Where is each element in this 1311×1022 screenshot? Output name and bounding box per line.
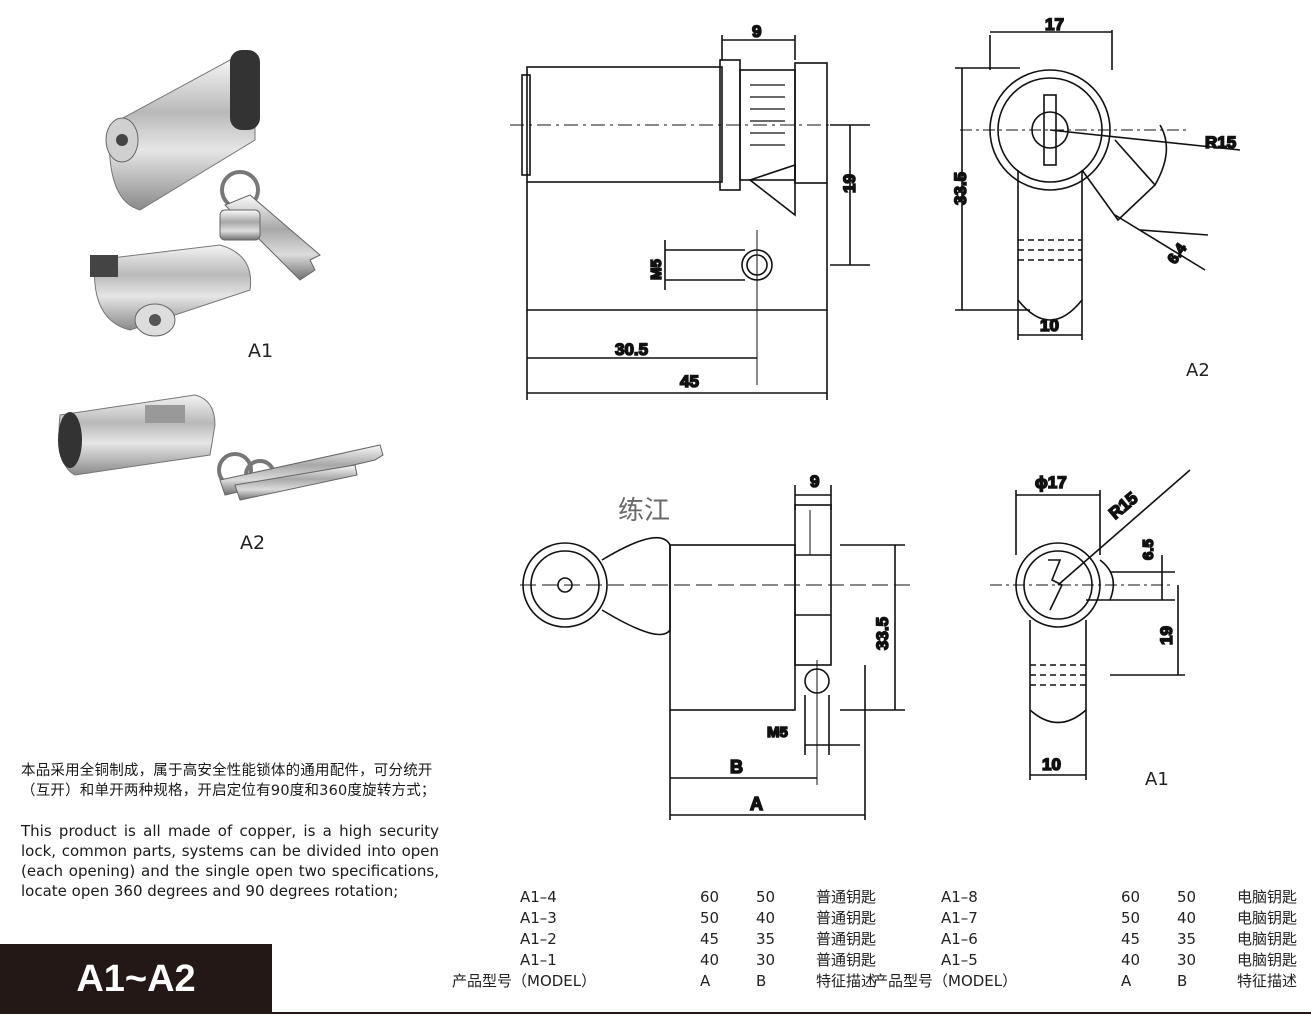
drawing-a2-side: 9 19 M5 30.5 45 [510,21,870,400]
photo-a2-label: A2 [240,532,266,554]
bottom-rule [0,1012,1311,1014]
table-row: A1–4 60 50 普通钥匙 [520,887,877,907]
series-label: A1~A2 [76,958,196,1000]
dim-a2-side-top: 9 [752,22,761,41]
description-english: This product is all made of copper, is a… [21,822,439,900]
table-header-row: 产品型号（MODEL） A B 特征描述 [873,971,1298,991]
dim-a1-end-top: ϕ17 [1035,473,1067,492]
drawing-a1-label: A1 [1145,769,1169,790]
dim-a2-end-r15: R15 [1205,133,1236,152]
drawing-a1-side: 9 33.5 M5 B A [520,471,910,820]
spec-table-left: A1–4 60 50 普通钥匙 A1–3 50 40 普通钥匙 A1–2 45 … [452,886,876,991]
drawing-a1-end: ϕ17 R15 6.5 19 10 [990,469,1191,780]
table-row: A1–6 45 35 电脑钥匙 [941,929,1298,949]
dim-a1-side-b: B [730,757,743,777]
dim-a2-side-m5: M5 [648,259,665,280]
dim-a2-end-top: 17 [1045,15,1064,34]
dim-a2-side-30-5: 30.5 [615,340,648,359]
table-row: A1–7 50 40 电脑钥匙 [941,908,1298,928]
table-row: A1–3 50 40 普通钥匙 [520,908,877,928]
dim-a1-end-6-5: 6.5 [1140,539,1157,560]
description-chinese: 本品采用全铜制成，属于高安全性能锁体的通用配件，可分统开（互开）和单开两种规格，… [21,763,436,799]
dim-a2-end-left: 33.5 [951,172,970,205]
dim-a1-side-a: A [750,794,763,814]
table-row: A1–5 40 30 电脑钥匙 [941,950,1298,970]
photo-a1 [90,50,321,337]
dim-a2-end-6-4: 6.4 [1164,240,1190,267]
drawing-a2-end: 17 33.5 R15 6.4 10 [950,14,1241,340]
drawing-a2-label: A2 [1186,360,1210,381]
dim-a2-side-45: 45 [680,372,699,391]
photo-a2 [58,394,384,501]
photo-a1-label: A1 [248,340,274,362]
table-row: A1–1 40 30 普通钥匙 [520,950,877,970]
spec-table-right: A1–8 60 50 电脑钥匙 A1–7 50 40 电脑钥匙 A1–6 45 … [873,886,1297,991]
series-label-box [0,944,272,1014]
dim-a2-side-right: 19 [840,174,859,193]
table-row: A1–8 60 50 电脑钥匙 [941,887,1298,907]
dim-a1-end-right: 19 [1157,626,1176,645]
dim-a2-end-bottom: 10 [1040,316,1059,335]
dim-a1-end-bottom: 10 [1042,755,1061,774]
dim-a1-side-top: 9 [810,472,819,491]
table-row: A1–2 45 35 普通钥匙 [520,929,877,949]
dim-a1-side-m5: M5 [767,724,788,741]
dim-a1-side-right: 33.5 [873,617,892,650]
table-header-row: 产品型号（MODEL） A B 特征描述 [452,971,877,991]
watermark: 练江 [618,496,671,526]
